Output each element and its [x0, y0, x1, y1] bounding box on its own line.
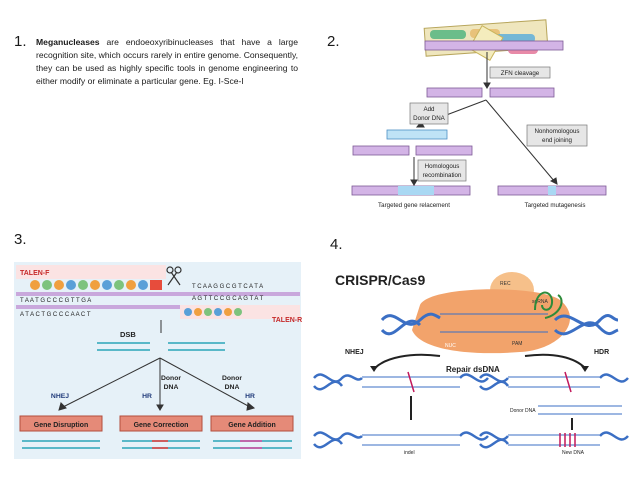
crispr-hdr-label: HDR — [594, 349, 609, 356]
panel-2-number: 2. — [327, 33, 340, 50]
cut-dna-helices — [313, 373, 629, 391]
talen-left-seq-top: T A A T G C C C G T T G A — [20, 298, 91, 304]
gene-addition-label: Gene Addition — [228, 422, 276, 429]
sgrna-label: sgRNA — [532, 299, 549, 305]
gene-disruption-label: Gene Disruption — [34, 422, 88, 429]
indel-label: indel — [404, 450, 415, 456]
talen-outcome-dna — [22, 440, 292, 449]
gene-correction-label: Gene Correction — [134, 422, 189, 429]
panel-4-number: 4. — [330, 236, 343, 253]
talen-dna-strand — [16, 292, 300, 309]
cut-site-markers — [407, 371, 572, 393]
new-dna-label: New DNA — [562, 450, 585, 456]
new-dna-marks — [559, 433, 576, 447]
donor-label-1: Donor — [161, 375, 181, 382]
dna-strands — [351, 40, 607, 196]
add-donor-label-1: Add — [423, 106, 435, 113]
zfn-label-boxes — [409, 66, 588, 182]
talen-right-seq-top: T C A A G G C G T C A T A — [192, 284, 263, 290]
homologous-label-1: Homologous — [425, 163, 460, 170]
talen-f-protein: TALEN-F — [16, 265, 166, 279]
homologous-label-2: recombination — [423, 172, 462, 179]
nuc-label: NUC — [445, 343, 456, 349]
meganuclease-paragraph: Meganucleases are endoeoxyribinucleases … — [36, 36, 298, 88]
talen-left-seq-bottom: A T A C T G C C C A A C T — [20, 312, 91, 318]
talen-hr-label-1: HR — [142, 393, 152, 400]
panel-1-number: 1. — [14, 33, 27, 50]
meganuclease-term: Meganucleases — [36, 37, 100, 47]
dna-label-1: DNA — [164, 384, 179, 391]
talen-repeat-circles — [30, 280, 162, 290]
talen-r-label: TALEN-R — [272, 317, 302, 324]
crispr-repair-arrows — [374, 353, 586, 369]
dna-label-2: DNA — [225, 384, 240, 391]
talen-r-protein: TALEN-R — [180, 305, 302, 324]
sgrna-loop — [534, 291, 563, 319]
cas9-protein: REC NUC PAM sgRNA — [412, 272, 571, 354]
repair-dsdna-label: Repair dsDNA — [446, 365, 500, 374]
meganuclease-description: are endoeoxyribinucleases that have a la… — [36, 37, 298, 86]
target-dna-bars — [440, 313, 548, 333]
crispr-arrowheads — [370, 366, 589, 372]
talen-nhej-label: NHEJ — [51, 393, 69, 400]
panel-3-number: 3. — [14, 231, 27, 248]
talen-hr-label-2: HR — [245, 393, 255, 400]
talen-right-seq-bottom: A G T T C C G C A G T A T — [192, 296, 264, 302]
crispr-title: CRISPR/Cas9 — [335, 272, 425, 288]
zfn-arrows — [410, 52, 558, 186]
pam-label: PAM — [512, 341, 522, 347]
add-donor-label-2: Donor DNA — [413, 115, 446, 122]
zfn-cleavage-label: ZFN cleavage — [501, 70, 540, 77]
nonhomologous-label-1: Nonhomologous — [534, 128, 579, 135]
talen-f-label: TALEN-F — [20, 270, 50, 277]
crispr-nhej-label: NHEJ — [345, 349, 364, 356]
talen-arrows — [58, 320, 256, 411]
rec-label: REC — [500, 281, 511, 287]
nonhomologous-label-2: end joining — [542, 137, 572, 144]
donor-dna-strand — [538, 405, 622, 415]
target-dna-helix — [380, 312, 619, 336]
donor-dna-label: Donor DNA — [510, 408, 536, 414]
donor-label-2: Donor — [222, 375, 242, 382]
scissors-icon — [166, 266, 182, 286]
dsb-label: DSB — [120, 330, 136, 339]
crispr-down-arrows — [410, 396, 573, 430]
final-dna-helices — [313, 431, 629, 449]
targeted-mutagenesis-label: Targeted mutagenesis — [525, 202, 586, 209]
talen-outcome-boxes — [19, 415, 294, 432]
dsb-break-dna — [97, 342, 225, 351]
targeted-replacement-label: Targeted gene relacement — [378, 202, 450, 209]
